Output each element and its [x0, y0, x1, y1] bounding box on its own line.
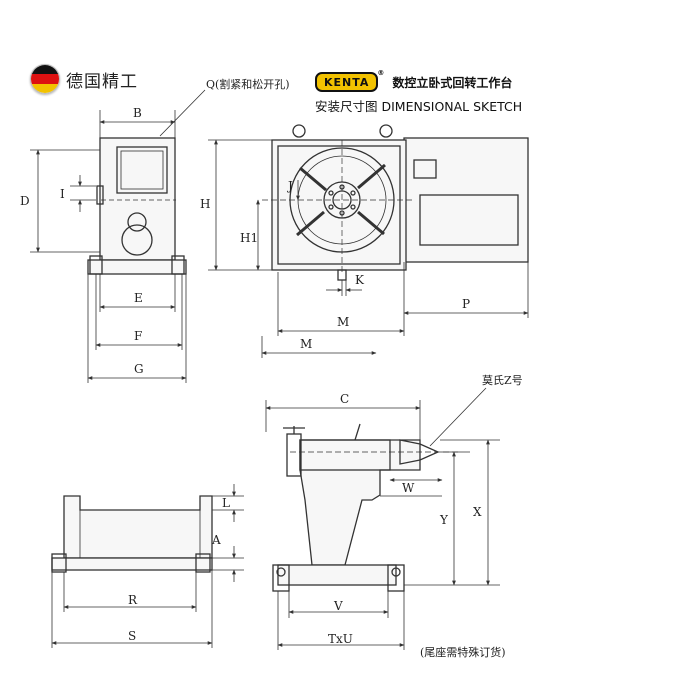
front-view [262, 124, 529, 281]
logo-text: KENTA [324, 75, 370, 89]
label-B: B [133, 106, 142, 120]
label-H: H [200, 197, 210, 211]
tailstock-labels: C 莫氏Z号 W Y X V TxU (尾座需特殊订货) [328, 374, 523, 659]
product-title: 数控立卧式回转工作台 [392, 75, 513, 90]
tailstock-bolt [276, 567, 286, 577]
tailstock-base [277, 564, 397, 586]
t-slot [357, 163, 386, 190]
tailstock-quill [299, 439, 391, 471]
label-G: G [134, 362, 144, 376]
side-view-knob-small [127, 212, 147, 232]
side-view [87, 137, 187, 275]
base-body [63, 495, 213, 559]
tailstock-handwheel [286, 433, 302, 477]
tailstock-dimensions [265, 387, 500, 650]
brand-header: 德国精工 [30, 64, 138, 94]
label-D: D [20, 194, 30, 208]
label-M-bottom: M [300, 337, 312, 351]
label-M-top: M [337, 315, 349, 329]
label-P: P [462, 297, 470, 311]
label-A: A [211, 533, 221, 547]
front-view-table-body [271, 139, 407, 271]
t-slot [296, 210, 325, 237]
tailstock-foot-right [387, 564, 405, 592]
front-view-bolt [328, 190, 334, 196]
morse-leader [429, 387, 487, 447]
front-view-motor-housing [403, 137, 529, 263]
tailstock-lock-lever [354, 423, 361, 441]
tailstock-body [299, 439, 421, 566]
front-view-table-inner [277, 145, 401, 265]
front-view-bolt [350, 190, 356, 196]
base-plate [51, 557, 213, 571]
side-view-dimensions [30, 89, 206, 383]
label-X: X [473, 505, 482, 519]
tailstock-view [272, 423, 460, 592]
label-I: I [60, 187, 65, 201]
front-view-dimensions [208, 139, 529, 358]
side-view-knob-large [121, 224, 153, 256]
base-labels: L A R S [128, 496, 230, 643]
tailstock-foot-left [272, 564, 290, 592]
front-view-lug-left [292, 124, 306, 138]
label-tailstock-note: (尾座需特殊订货) [420, 645, 506, 659]
sketch-subtitle: 安装尺寸图 DIMENSIONAL SKETCH [315, 99, 523, 114]
side-view-handle [96, 185, 104, 205]
base-view [51, 495, 213, 573]
side-view-window-inner [120, 150, 164, 190]
front-view-labels: H H1 J K M M P [200, 179, 470, 351]
label-V: V [333, 599, 343, 613]
german-flag-icon [30, 64, 60, 94]
kenta-logo: KENTA ® [315, 69, 384, 92]
label-morse: 莫氏Z号 [482, 374, 523, 387]
front-view-motor-knob [413, 159, 437, 179]
t-slot [299, 166, 327, 192]
side-view-foot-right [171, 255, 185, 275]
front-view-bolt [350, 204, 356, 210]
label-E: E [134, 291, 143, 305]
side-view-body [99, 137, 176, 261]
side-view-window [116, 146, 168, 194]
label-S: S [128, 629, 136, 643]
label-Q: Q(割紧和松开孔) [206, 77, 290, 91]
label-TxU: TxU [328, 632, 353, 646]
front-view-motor-shaft [419, 194, 519, 246]
label-R: R [128, 593, 138, 607]
tailstock-center [399, 439, 440, 465]
base-foot-right [195, 553, 211, 573]
q-leader [159, 89, 206, 137]
registered-mark: ® [377, 69, 386, 77]
label-W: W [402, 481, 415, 495]
label-K: K [355, 273, 365, 287]
tailstock-bolt [391, 567, 401, 577]
front-view-lug-right [379, 124, 393, 138]
label-C: C [340, 392, 349, 406]
label-Y: Y [439, 513, 449, 527]
side-view-base [87, 259, 187, 275]
brand-name: 德国精工 [66, 71, 138, 92]
side-view-labels: Q(割紧和松开孔) B D I E F G [20, 77, 290, 376]
label-L: L [222, 496, 230, 510]
label-J: J [286, 179, 293, 193]
base-foot-left [51, 553, 67, 573]
t-slot [357, 210, 385, 236]
label-F: F [134, 329, 142, 343]
label-H1: H1 [240, 231, 258, 245]
front-view-bolt [328, 204, 334, 210]
product-header: KENTA ® 数控立卧式回转工作台 安装尺寸图 DIMENSIONAL SKE… [315, 69, 523, 115]
base-dimensions [51, 484, 244, 648]
